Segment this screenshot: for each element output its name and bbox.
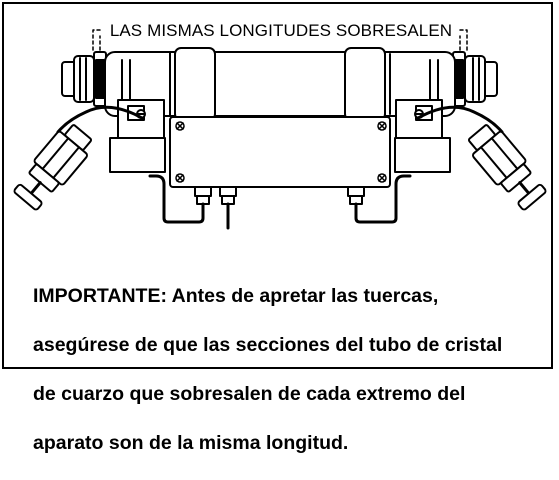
note-line: asegúrese de que las secciones del tubo … <box>33 333 503 356</box>
dimension-label: LAS MISMAS LONGITUDES SOBRESALEN <box>106 21 456 41</box>
left-connector <box>13 124 93 211</box>
right-clamp <box>394 99 451 173</box>
left-clamp <box>109 99 166 173</box>
cable-glands <box>194 186 365 205</box>
left-end-nut <box>61 51 107 107</box>
note-line: de cuarzo que sobresalen de cada extremo… <box>33 382 466 405</box>
note-line: IMPORTANTE: Antes de apretar las tuercas… <box>33 284 439 307</box>
note-line: aparato son de la misma longitud. <box>33 431 349 454</box>
junction-box <box>169 116 391 188</box>
important-note: IMPORTANTE: Antes de apretar las tuercas… <box>33 259 548 480</box>
cables <box>56 105 504 230</box>
right-connector <box>467 124 547 211</box>
dimension-guides <box>92 29 468 51</box>
box-screws <box>175 121 387 183</box>
main-tube <box>104 47 456 121</box>
right-end-nut <box>452 51 498 107</box>
uv-unit-drawing <box>13 29 547 230</box>
